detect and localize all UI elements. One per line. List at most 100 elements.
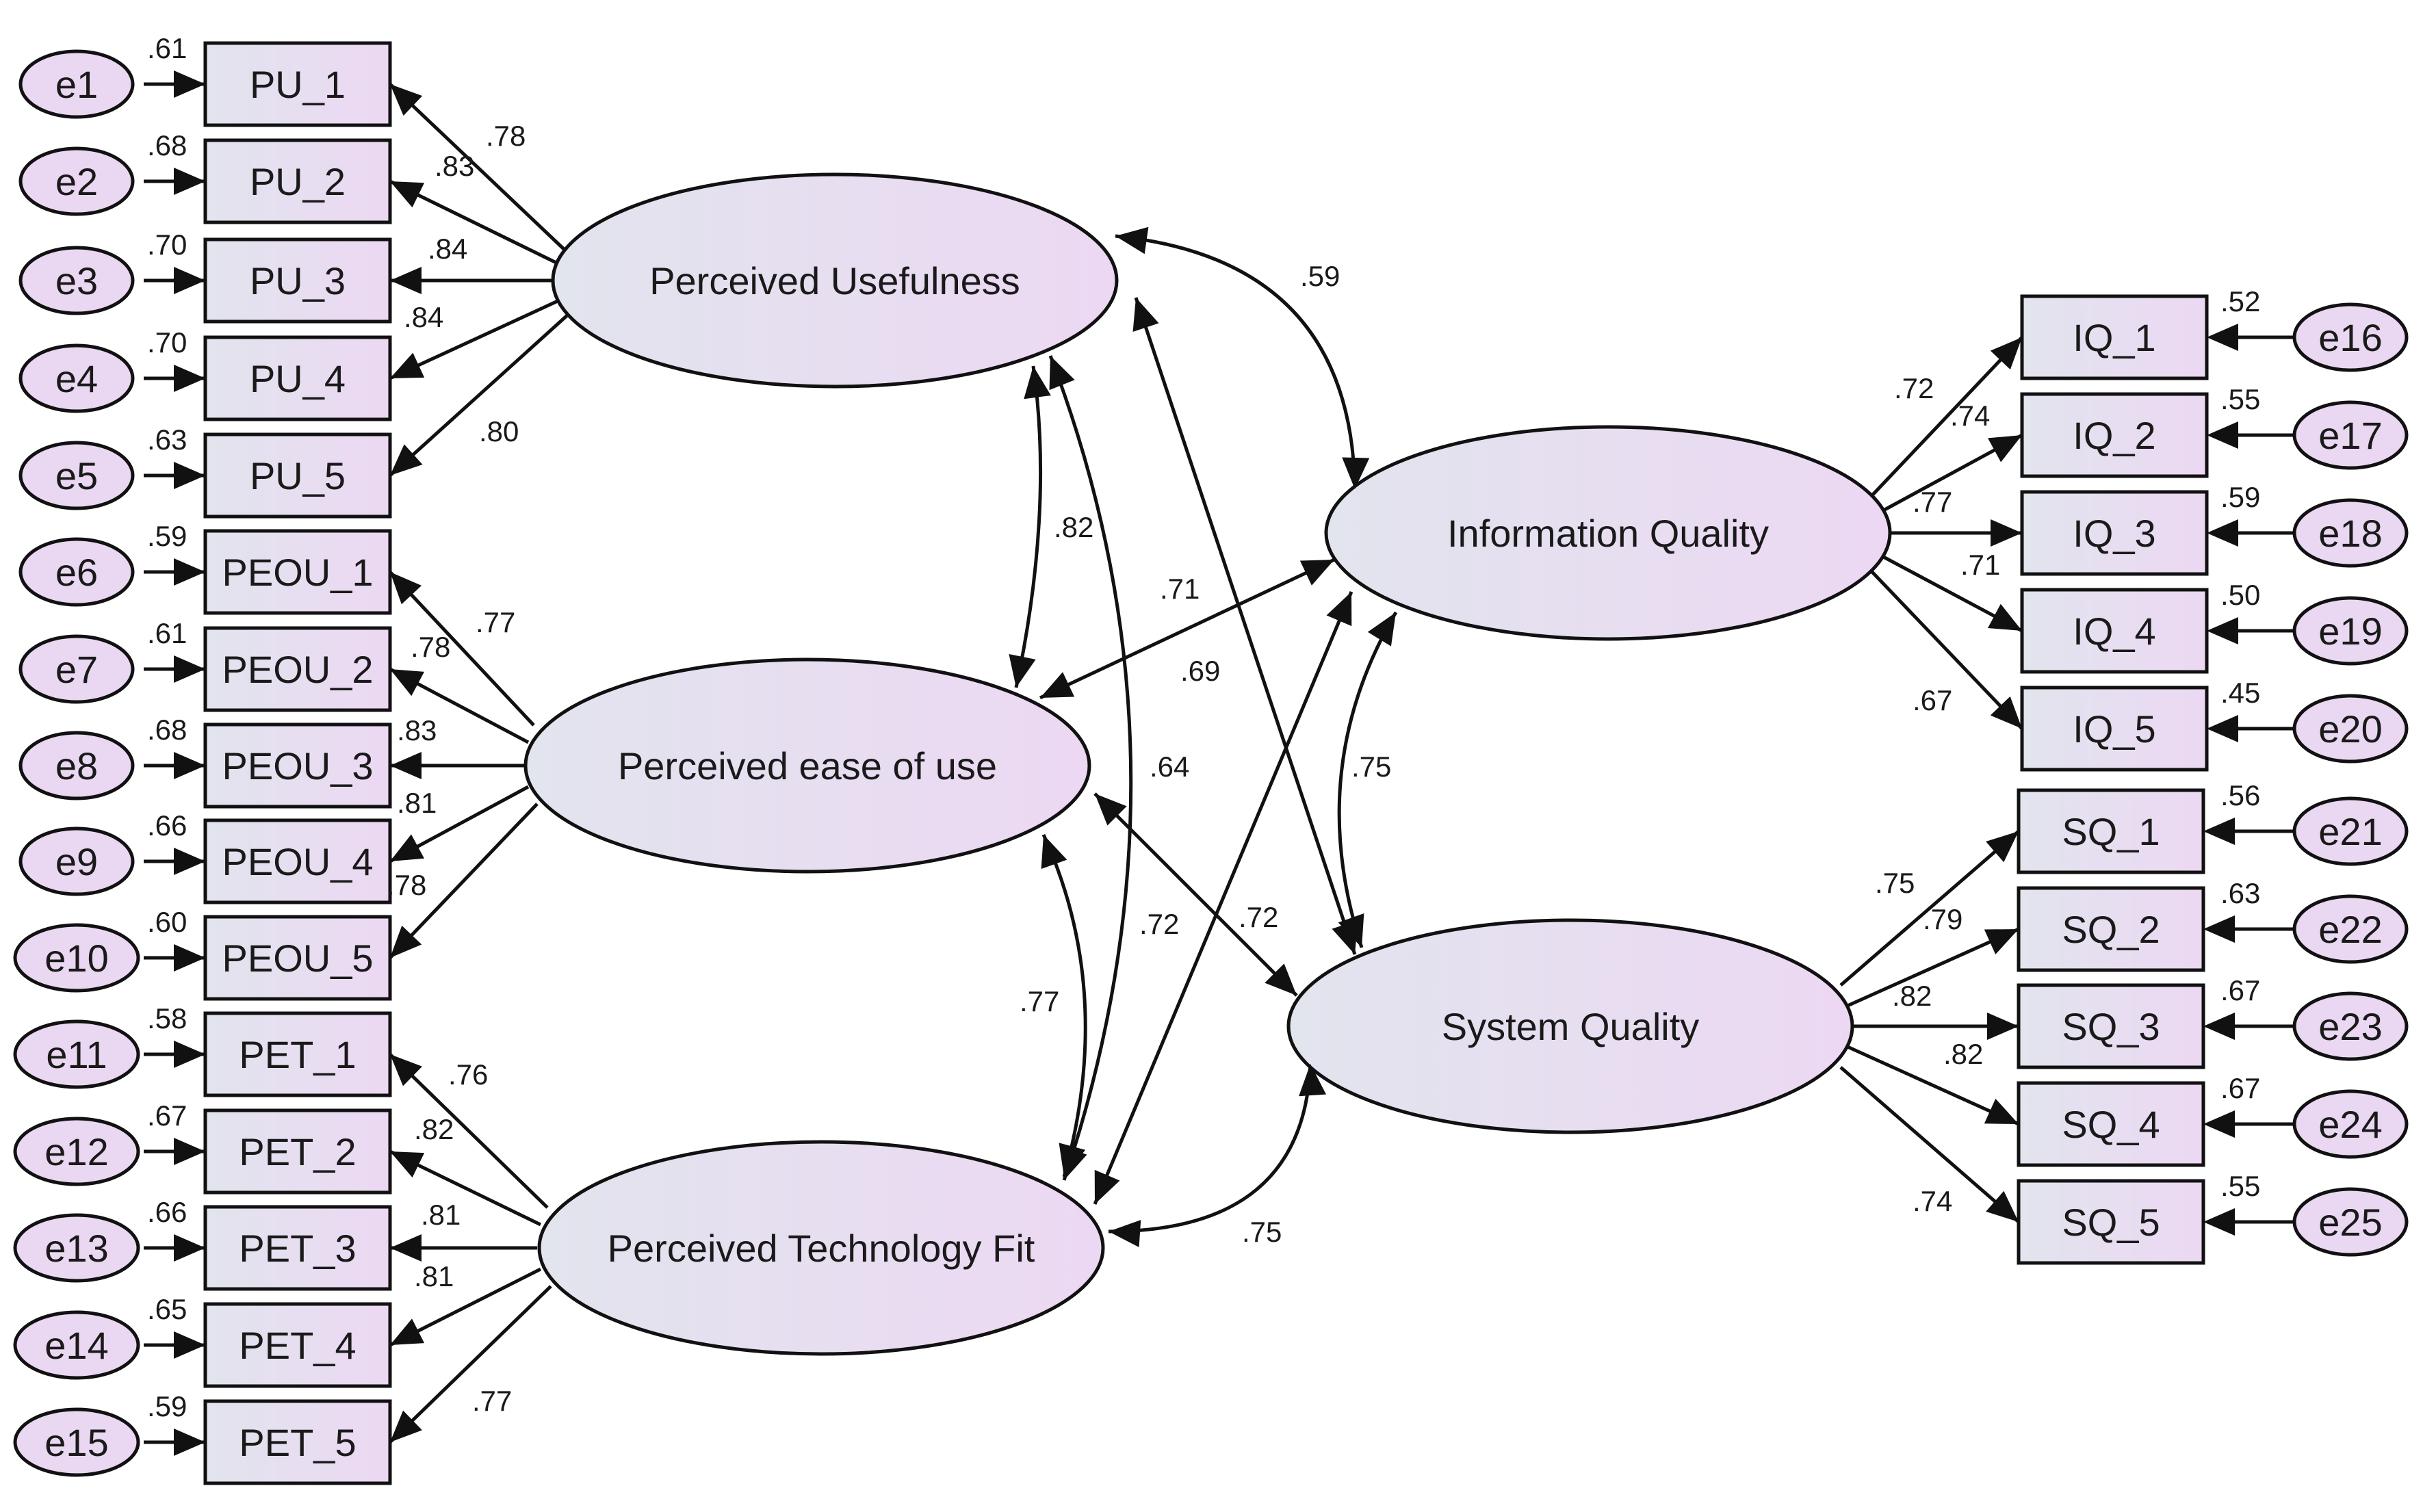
error-label-e22: e22 (2318, 908, 2382, 951)
arrowhead-loading-left-3 (390, 267, 422, 294)
error-label-e7: e7 (55, 648, 98, 691)
path-sq-sq5 (1839, 1066, 2020, 1223)
error-node-e11 (13, 1019, 140, 1089)
cov-peou-sq (1093, 792, 1298, 997)
r2-label-pu1: .61 (147, 32, 187, 64)
error-label-e20: e20 (2318, 707, 2382, 751)
error-node-e3 (18, 246, 135, 315)
error-label-e2: e2 (55, 160, 98, 203)
item-label-sq2: SQ_2 (2062, 908, 2160, 951)
arrowhead-cov-iq-sq-a (1367, 612, 1396, 647)
r2-label-peou4: .66 (147, 809, 187, 842)
loading-label-pet4: .81 (414, 1260, 454, 1292)
loading-label-pet1: .76 (448, 1058, 488, 1091)
arrowhead-error-left-1 (174, 70, 205, 98)
arrowhead-error-right-21 (2203, 818, 2235, 845)
arrowhead-error-left-11 (174, 1041, 205, 1068)
error-node-e23 (2292, 991, 2409, 1061)
loading-label-sq5: .74 (1913, 1185, 1952, 1217)
arrowhead-loading-left-2 (390, 181, 425, 208)
cov-label-iq-sq: .75 (1351, 751, 1391, 783)
item-label-pet5: PET_5 (239, 1421, 356, 1464)
r2-label-iq1: .52 (2220, 285, 2260, 317)
error-node-e14 (13, 1310, 140, 1380)
latent-label-pu: Perceived Usefulness (649, 259, 1020, 302)
arrowhead-cov-pu-iq-a (1115, 226, 1149, 255)
cov-label-pet-iq: .72 (1139, 908, 1179, 940)
arrowhead-cov-pet-sq-a (1109, 1220, 1141, 1248)
item-label-pet3: PET_3 (239, 1227, 356, 1270)
item-label-sq5: SQ_5 (2062, 1201, 2160, 1244)
arrowhead-loading-right-2 (1988, 435, 2022, 462)
item-box-pet2 (203, 1108, 392, 1195)
arrowhead-error-left-15 (174, 1429, 205, 1456)
r2-label-sq5: .55 (2220, 1170, 2260, 1202)
error-label-e25: e25 (2318, 1201, 2382, 1244)
loading-label-iq3: .77 (1913, 486, 1952, 518)
cov-pet-sq (1108, 1063, 1312, 1234)
arrowhead-loading-left-4 (390, 352, 425, 378)
r2-label-sq4: .67 (2220, 1072, 2260, 1104)
arrowhead-cov-pu-peou-a (1024, 366, 1051, 400)
arrowhead-loading-left-9 (390, 834, 424, 861)
arrowhead-cov-peou-pet-a (1041, 835, 1067, 870)
loading-label-iq5: .67 (1913, 684, 1952, 716)
error-label-e16: e16 (2318, 316, 2382, 359)
item-box-pu3 (203, 237, 392, 324)
cov-label-pu-sq: .69 (1180, 655, 1220, 687)
loading-label-sq2: .79 (1923, 903, 1962, 935)
item-label-pu5: PU_5 (250, 454, 346, 497)
loading-label-iq2: .74 (1950, 400, 1990, 432)
arrowhead-cov-pu-sq-a (1132, 298, 1159, 332)
arrowhead-cov-peou-sq-b (1265, 963, 1297, 995)
cov-pet-iq (1093, 591, 1353, 1205)
arrowhead-error-left-13 (174, 1234, 205, 1262)
r2-label-pet3: .66 (147, 1196, 187, 1228)
arrowhead-loading-left-12 (390, 1151, 425, 1178)
error-label-e24: e24 (2318, 1103, 2382, 1146)
r2-label-iq4: .50 (2220, 579, 2260, 611)
loading-label-sq3: .82 (1892, 980, 1932, 1012)
r2-label-pu3: .70 (147, 229, 187, 261)
latent-perceived-technology-fit (537, 1140, 1105, 1356)
loading-label-pet2: .82 (414, 1113, 454, 1145)
item-box-iq5 (2020, 686, 2209, 772)
loading-label-pet3: .81 (421, 1199, 461, 1231)
arrowhead-error-right-20 (2207, 715, 2238, 742)
arrowhead-loading-right-10 (1986, 1190, 2019, 1222)
error-node-e18 (2292, 498, 2409, 568)
arrowhead-cov-pet-iq-b (1326, 592, 1352, 627)
r2-label-pet4: .65 (147, 1293, 187, 1325)
r2-label-pu2: .68 (147, 129, 187, 161)
arrowhead-error-right-23 (2203, 1013, 2235, 1040)
item-label-pu2: PU_2 (250, 160, 346, 203)
arrowhead-error-left-8 (174, 752, 205, 779)
cov-pu-iq (1115, 234, 1357, 490)
item-label-pu4: PU_4 (250, 357, 346, 400)
loading-label-pet5: .77 (472, 1385, 512, 1417)
item-label-pu3: PU_3 (250, 259, 346, 302)
error-label-e1: e1 (55, 63, 98, 106)
loading-label-pu1: .78 (486, 120, 526, 152)
arrowhead-error-left-4 (174, 365, 205, 392)
latent-perceived-ease-of-use (523, 657, 1091, 874)
arrowhead-loading-left-1 (390, 84, 423, 116)
error-label-e15: e15 (44, 1421, 108, 1464)
cov-label-peou-sq: .72 (1239, 901, 1278, 933)
loading-label-sq1: .75 (1875, 867, 1915, 899)
error-label-e18: e18 (2318, 512, 2382, 555)
cov-pu-peou (1014, 365, 1043, 688)
item-label-iq4: IQ_4 (2073, 610, 2155, 653)
latent-label-sq: System Quality (1442, 1005, 1700, 1048)
r2-label-sq2: .63 (2220, 877, 2260, 909)
arrowhead-loading-right-5 (1990, 696, 2022, 729)
arrowhead-loading-right-4 (1988, 603, 2022, 631)
item-label-sq4: SQ_4 (2062, 1103, 2160, 1146)
arrowhead-cov-pu-pet-a (1049, 356, 1075, 391)
loading-label-peou2: .78 (411, 631, 450, 663)
error-label-e17: e17 (2318, 414, 2382, 457)
item-label-pu1: PU_1 (250, 63, 346, 106)
item-label-pet2: PET_2 (239, 1130, 356, 1173)
arrowhead-error-right-18 (2207, 519, 2238, 547)
loading-label-pu3: .84 (428, 233, 467, 265)
